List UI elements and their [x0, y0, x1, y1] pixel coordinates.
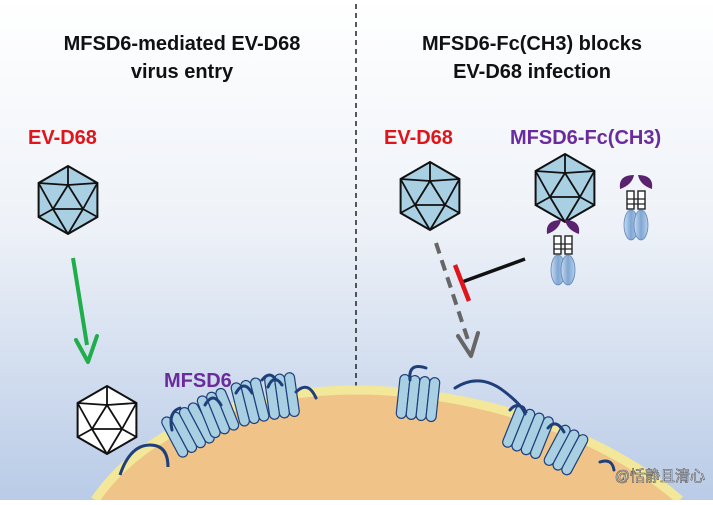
entry-arrow-icon	[71, 257, 99, 364]
right-virus-label: EV-D68	[384, 127, 453, 149]
watermark-text: @恬静且清心	[615, 468, 705, 485]
right-membrane-receptors	[395, 365, 616, 478]
left-title-line2: virus entry	[131, 61, 234, 83]
blocked-entry-arrow-icon	[434, 242, 480, 358]
left-membrane-receptors	[118, 371, 318, 476]
left-virus-label: EV-D68	[28, 127, 97, 149]
right-title-line1: MFSD6-Fc(CH3) blocks	[422, 33, 642, 55]
inhibition-icon	[452, 257, 526, 302]
right-title-line2: EV-D68 infection	[453, 61, 611, 83]
right-decoy-label: MFSD6-Fc(CH3)	[510, 127, 661, 149]
left-receptor-label: MFSD6	[164, 370, 232, 392]
left-title-line1: MFSD6-mediated EV-D68	[64, 33, 301, 55]
